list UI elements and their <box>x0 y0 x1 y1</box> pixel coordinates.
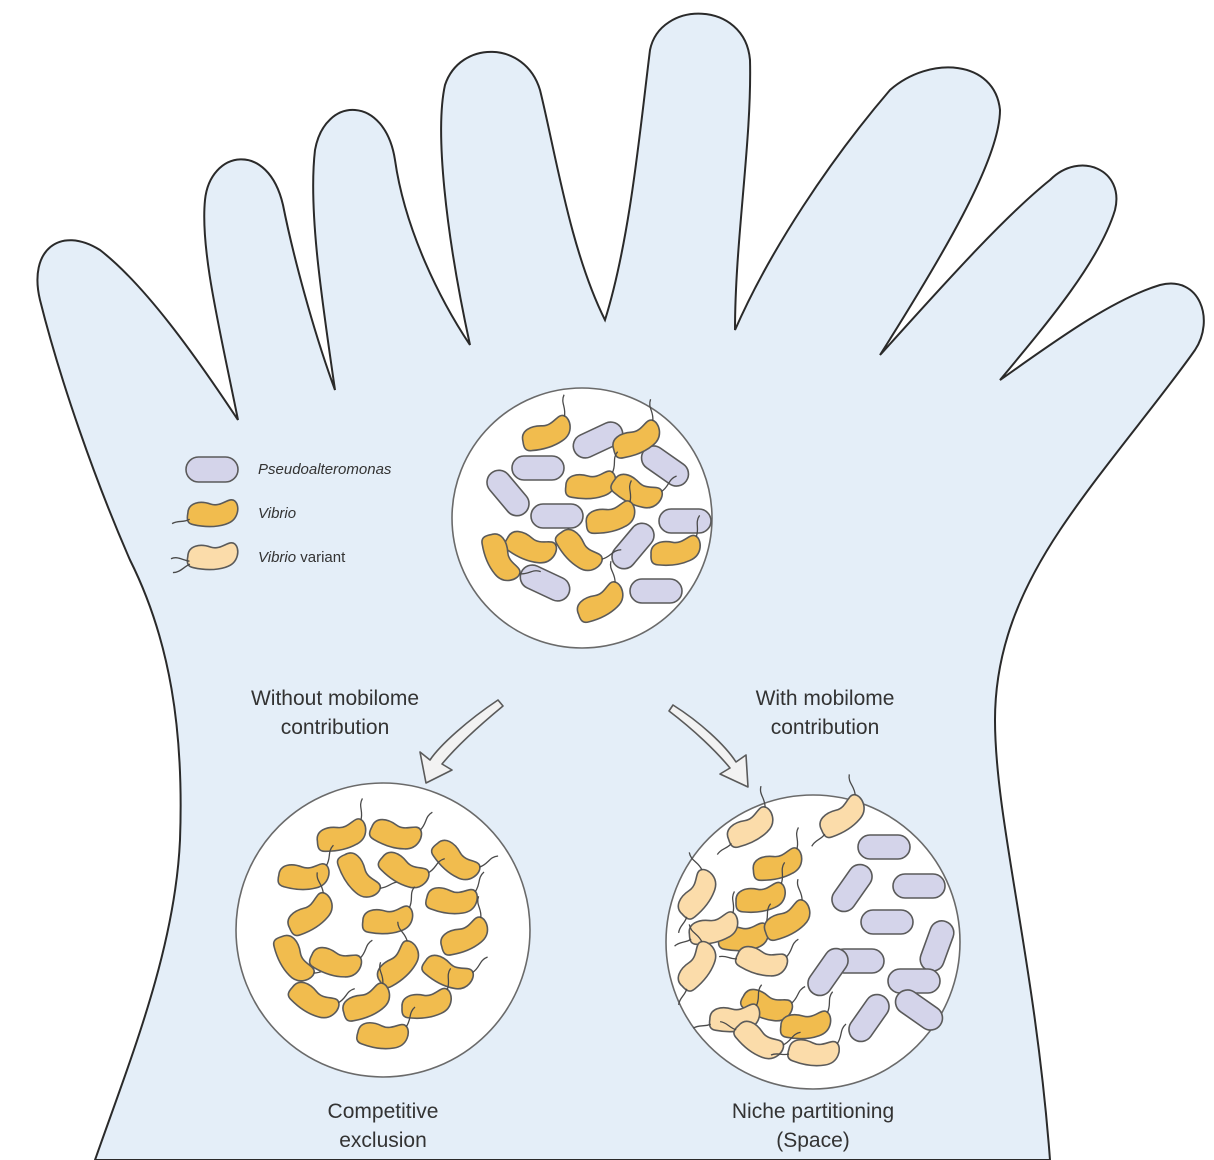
competitive-exclusion-label: Competitive exclusion <box>253 1097 513 1155</box>
competitive-exclusion-line2: exclusion <box>253 1126 513 1155</box>
legend-label-pseudoalteromonas: Pseudoalteromonas <box>258 461 391 479</box>
with-mobilome-line2: contribution <box>695 713 955 742</box>
pseudoalteromonas-cell <box>893 874 945 898</box>
pseudoalteromonas-cell <box>630 579 682 603</box>
niche-partitioning-line1: Niche partitioning <box>683 1097 943 1126</box>
without-mobilome-line1: Without mobilome <box>205 684 465 713</box>
competitive-exclusion-line1: Competitive <box>253 1097 513 1126</box>
niche-partitioning-line2: (Space) <box>683 1126 943 1155</box>
legend-name-italic: Vibrio <box>258 549 296 566</box>
legend-pseudoalteromonas-symbol <box>186 457 238 482</box>
pseudoalteromonas-cell <box>531 504 583 528</box>
pseudoalteromonas-cell <box>888 969 940 993</box>
legend-name-plain: variant <box>296 549 345 566</box>
pseudoalteromonas-cell <box>659 509 711 533</box>
niche-partitioning-label: Niche partitioning (Space) <box>683 1097 943 1155</box>
pseudoalteromonas-cell <box>858 835 910 859</box>
with-mobilome-line1: With mobilome <box>695 684 955 713</box>
without-mobilome-line2: contribution <box>205 713 465 742</box>
legend-name-italic: Pseudoalteromonas <box>258 461 391 478</box>
legend-name-italic: Vibrio <box>258 505 296 522</box>
pseudoalteromonas-cell <box>512 456 564 480</box>
with-mobilome-label: With mobilome contribution <box>695 684 955 742</box>
legend-label-vibrio-variant: Vibrio variant <box>258 549 345 567</box>
without-mobilome-label: Without mobilome contribution <box>205 684 465 742</box>
legend-label-vibrio: Vibrio <box>258 505 296 523</box>
pseudoalteromonas-cell <box>861 910 913 934</box>
